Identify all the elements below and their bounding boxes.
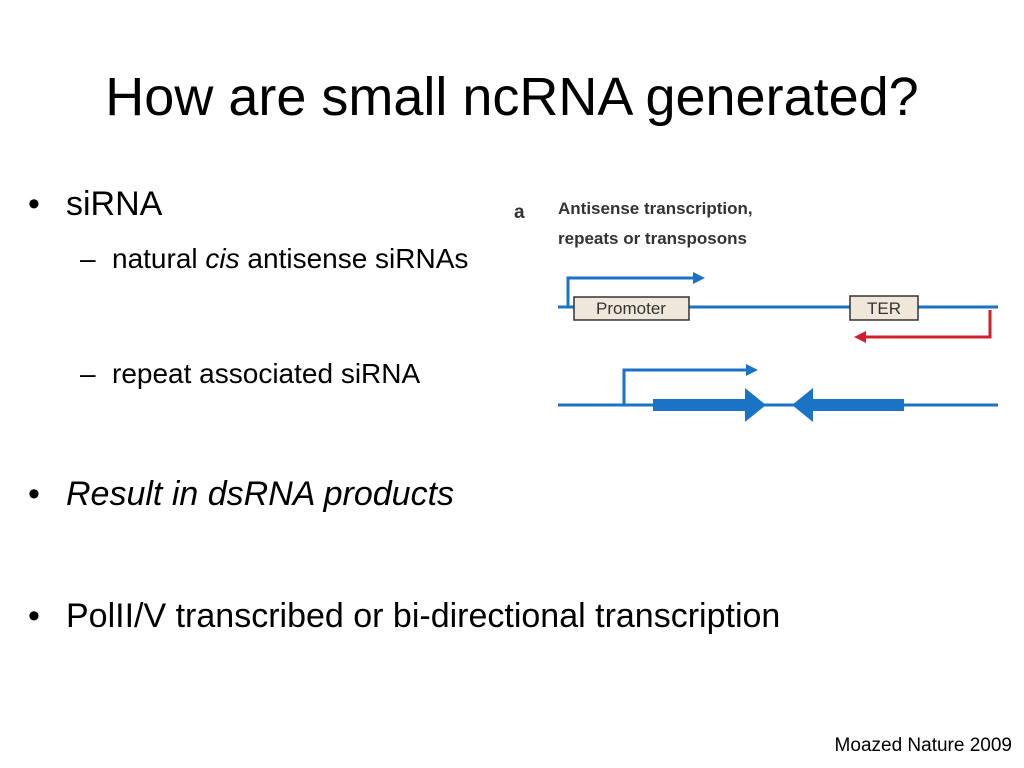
bullet-dsrna: • Result in dsRNA products: [28, 474, 454, 514]
sub-bullet-natural-cis: –natural cis antisense siRNAs: [80, 242, 468, 276]
bullet-dot: •: [28, 475, 40, 513]
ter-box: [849, 295, 919, 321]
promoter-box: [573, 296, 690, 321]
promoter-label: Promoter: [596, 299, 666, 318]
sub-bullet-suffix: antisense siRNAs: [239, 243, 469, 274]
bullet-text: Result in dsRNA products: [66, 475, 455, 513]
bullet-text: PolII/V transcribed or bi-directional tr…: [66, 597, 781, 635]
citation: Moazed Nature 2009: [834, 735, 1012, 756]
figure-caption-line2: repeats or transposons: [558, 229, 747, 248]
bullet-dot: •: [28, 597, 40, 635]
figure-panel-label: a: [514, 202, 525, 223]
sub-bullet-repeat-associated: –repeat associated siRNA: [80, 357, 420, 391]
slide-title: How are small ncRNA generated?: [105, 67, 919, 127]
reverse-repeat-arrow: [792, 388, 904, 422]
antisense-transcription-arrow: [866, 310, 992, 339]
repeat-transcription-arrowhead: [746, 364, 758, 376]
antisense-arrowhead: [854, 331, 866, 343]
bullet-dot: •: [28, 185, 40, 223]
repeat-transcription-arrow: [622, 368, 746, 405]
sub-bullet-italic: cis: [205, 243, 240, 274]
bullet-sirna: • siRNA: [28, 184, 162, 224]
figure-caption-line1: Antisense transcription,: [558, 199, 753, 218]
sub-bullet-text: repeat associated siRNA: [112, 358, 421, 389]
sub-bullet-dash: –: [80, 243, 96, 274]
sense-arrowhead: [693, 272, 705, 284]
bullet-text: siRNA: [66, 185, 163, 223]
ter-label: TER: [867, 299, 901, 318]
antisense-transcription-figure: a Antisense transcription, repeats or tr…: [514, 199, 998, 422]
sub-bullet-prefix: natural: [112, 243, 206, 274]
sense-transcription-arrow: [566, 276, 693, 307]
sub-bullet-dash: –: [80, 358, 96, 389]
forward-repeat-arrow: [653, 388, 766, 422]
bullet-polii-v: • PolII/V transcribed or bi-directional t…: [28, 596, 780, 636]
